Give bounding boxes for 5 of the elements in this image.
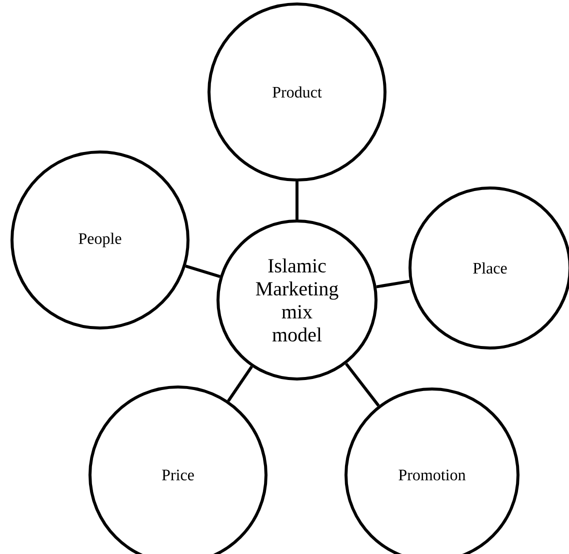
- connector-line: [227, 366, 253, 402]
- connector-line: [376, 280, 410, 288]
- connector-line: [344, 362, 380, 407]
- connector-line: [296, 182, 298, 220]
- connector-line: [185, 264, 220, 278]
